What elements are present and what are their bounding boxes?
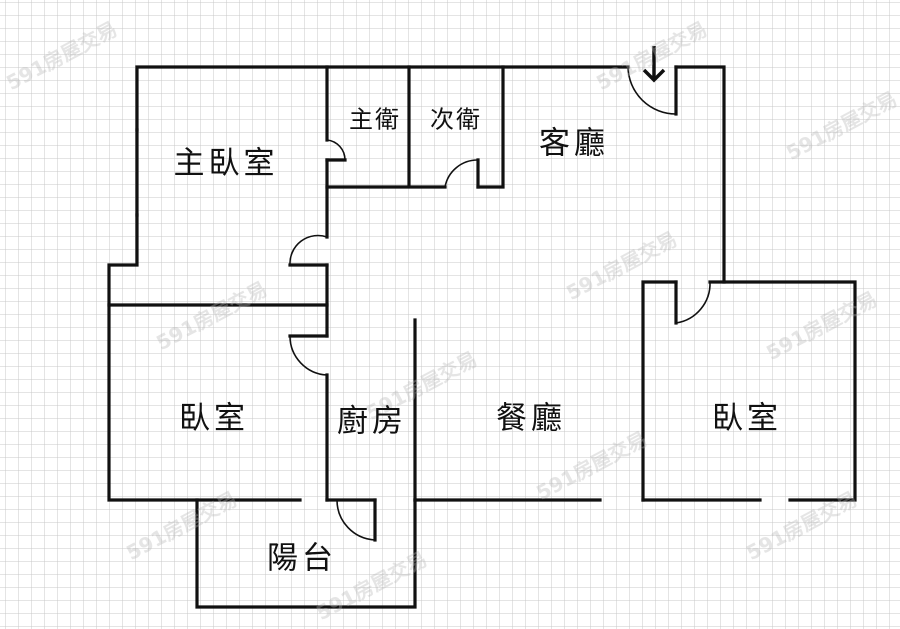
room-label-bedroom-right: 臥室	[712, 400, 782, 437]
doors	[289, 66, 711, 541]
room-label-balcony: 陽台	[267, 540, 337, 577]
entrance-door-arc	[627, 66, 677, 115]
room-label-kitchen: 廚房	[337, 403, 407, 440]
balcony-door-arc	[336, 499, 376, 541]
room-label-living-room: 客廳	[539, 125, 609, 162]
room-label-bedroom-left: 臥室	[179, 400, 249, 437]
walls	[107, 65, 857, 609]
bedroom-door-arc	[289, 335, 328, 376]
room-label-dining-room: 餐廳	[496, 400, 566, 437]
second-bath-door-arc	[444, 159, 479, 188]
master-bedroom-door-arc	[289, 234, 328, 266]
arrow-down-icon	[642, 46, 666, 83]
room-label-master-bedroom: 主臥室	[173, 145, 279, 182]
right-bedroom-door-arc	[675, 281, 711, 324]
master-bath-door-arc	[326, 139, 346, 161]
room-label-master-bath: 主衛	[349, 105, 401, 134]
room-label-second-bath: 次衛	[430, 105, 482, 134]
